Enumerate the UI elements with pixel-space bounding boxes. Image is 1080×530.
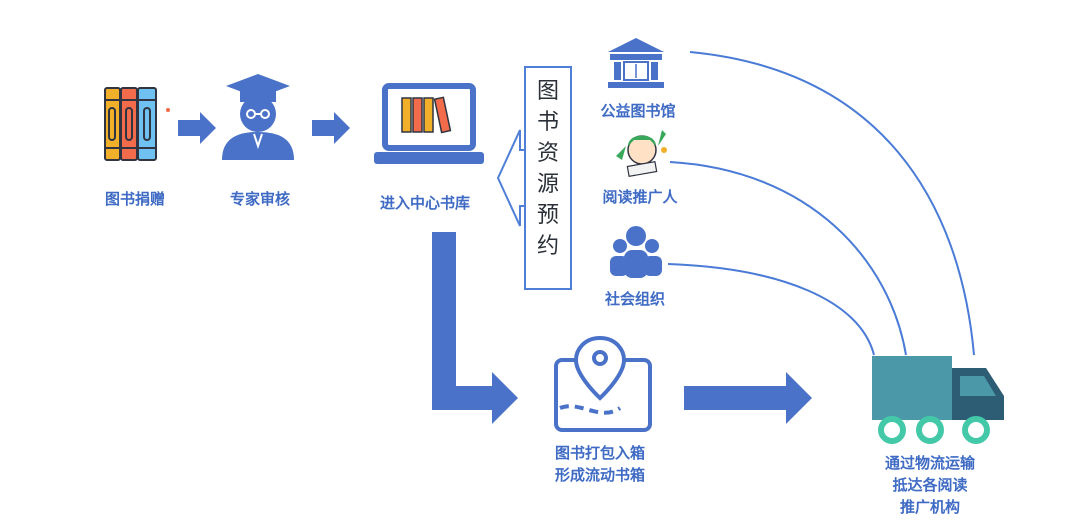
reservation-char-1: 图 — [536, 79, 559, 104]
label-packing-line2: 形成流动书箱 — [554, 466, 645, 484]
reservation-char-3: 资 — [536, 141, 559, 166]
label-social-org: 社会组织 — [604, 290, 665, 308]
label-library: 进入中心书库 — [379, 194, 470, 212]
reservation-char-4: 源 — [536, 172, 559, 197]
arrow-packing-to-truck — [684, 372, 812, 424]
packing-box-icon — [554, 335, 652, 432]
curve-org-to-truck — [667, 263, 875, 356]
label-packing: 图书打包入箱 形成流动书箱 — [530, 442, 670, 486]
reservation-char-6: 约 — [536, 234, 559, 259]
label-packing-line1: 图书打包入箱 — [554, 444, 645, 462]
arrow-right-1 — [178, 112, 216, 144]
label-review: 专家审核 — [229, 190, 290, 208]
library-building-icon — [608, 38, 664, 88]
arrow-right-2 — [312, 112, 350, 144]
label-delivery: 通过物流运输 抵达各阅读 推广机构 — [860, 452, 1000, 518]
truck-icon — [872, 356, 1004, 444]
arrow-library-to-packing — [432, 232, 518, 424]
reading-person-icon — [616, 130, 667, 178]
label-donate: 图书捐赠 — [104, 190, 165, 208]
people-group-icon — [610, 226, 662, 278]
label-delivery-line2: 抵达各阅读 — [892, 476, 968, 494]
expert-face-detail — [246, 109, 270, 150]
laptop-icon — [374, 83, 484, 164]
label-public-library: 公益图书馆 — [600, 102, 676, 120]
reservation-box: 图 书 资 源 预 约 — [524, 66, 572, 290]
label-delivery-line1: 通过物流运输 — [884, 454, 975, 472]
curve-promoter-to-truck — [669, 161, 907, 356]
reservation-char-5: 预 — [536, 203, 559, 228]
curve-library-to-truck — [689, 51, 975, 356]
books-icon — [104, 87, 170, 161]
reservation-char-2: 书 — [536, 110, 559, 135]
label-delivery-line3: 推广机构 — [899, 498, 960, 516]
reservation-arrow — [496, 129, 524, 227]
label-reading-promoter: 阅读推广人 — [602, 188, 678, 206]
